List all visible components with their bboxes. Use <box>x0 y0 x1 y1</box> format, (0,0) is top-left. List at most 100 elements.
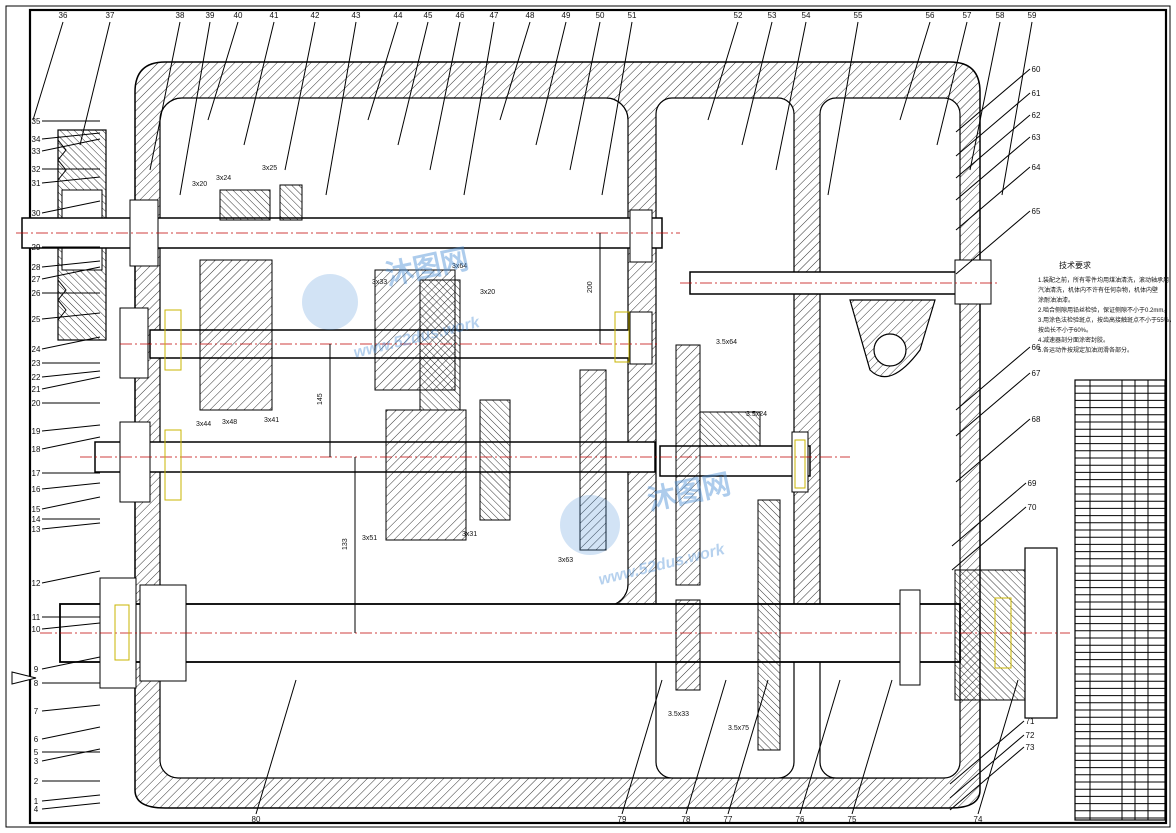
leader-line <box>955 418 1031 483</box>
part-callout-number: 68 <box>1032 415 1041 424</box>
leader-line <box>955 372 1031 437</box>
gear-label: 3x48 <box>222 419 237 426</box>
part-callout-number: 26 <box>32 289 41 298</box>
leader-line <box>569 21 601 171</box>
notes-line: 汽油清洗，机体内不许有任何杂物，机体内壁 <box>1038 286 1158 294</box>
leader-line <box>41 436 101 450</box>
leader-line <box>949 746 1025 811</box>
output-flange <box>954 547 1058 719</box>
part-callout-number: 5 <box>34 748 39 757</box>
center-lines <box>16 232 1070 634</box>
drawing-frame <box>5 5 1171 828</box>
part-callout-number: 56 <box>926 11 935 20</box>
part-callout-number: 25 <box>32 315 41 324</box>
part-callout-number: 64 <box>1032 163 1041 172</box>
part-callout-number: 9 <box>34 665 39 674</box>
part-callout-number: 23 <box>32 359 41 368</box>
gear-label: 3x31 <box>462 531 477 538</box>
part-callout-number: 34 <box>32 135 41 144</box>
part-callout-number: 45 <box>424 11 433 20</box>
part-callout-number: 72 <box>1026 731 1035 740</box>
part-callout-number: 76 <box>796 815 805 824</box>
part-callout-number: 1 <box>34 797 39 806</box>
part-callout-number: 21 <box>32 385 41 394</box>
part-callout-number: 48 <box>526 11 535 20</box>
cam <box>849 299 936 378</box>
leader-line <box>41 376 101 390</box>
leader-line <box>367 21 399 121</box>
leader-line <box>179 21 211 196</box>
gears <box>199 184 781 751</box>
technical-notes: 技术要求 1.装配之前，所有零件均用煤油清洗，滚动轴承用 汽油清洗，机体内不许有… <box>1038 260 1175 354</box>
part-callout-number: 51 <box>628 11 637 20</box>
gear-label: 3x64 <box>452 263 467 270</box>
leader-line <box>951 506 1027 571</box>
hidden-lines <box>114 309 1012 669</box>
part-callout-number: 33 <box>32 147 41 156</box>
leader-line <box>827 21 859 196</box>
leader-line <box>955 210 1031 275</box>
part-callout-number: 41 <box>270 11 279 20</box>
gearbox-housing <box>134 61 981 809</box>
notes-line: 4.减速器剖分面涂密封胶。 <box>1038 336 1109 344</box>
part-callout-number: 49 <box>562 11 571 20</box>
dimension-145: 145 <box>317 393 324 405</box>
leader-line <box>243 21 275 146</box>
leader-line <box>41 336 101 350</box>
part-callout-number: 42 <box>311 11 320 20</box>
part-callout-number: 13 <box>32 525 41 534</box>
part-callout-number: 8 <box>34 679 39 688</box>
part-callout-number: 31 <box>32 179 41 188</box>
leader-line <box>955 166 1031 231</box>
gear-label: 3x44 <box>196 421 211 428</box>
leader-line <box>463 21 495 196</box>
gear-label: 3.5x75 <box>728 725 749 732</box>
dimension-lines: 145 133 200 <box>317 233 601 633</box>
leader-line <box>621 679 663 815</box>
leader-line <box>535 21 567 146</box>
leader-line <box>41 570 101 584</box>
leader-line <box>949 734 1025 799</box>
drawing-border <box>28 8 1168 825</box>
part-callout-number: 63 <box>1032 133 1041 142</box>
leader-line <box>949 720 1025 785</box>
gear-label: 3x63 <box>558 557 573 564</box>
leader-line <box>149 21 181 171</box>
part-callout-number: 36 <box>59 11 68 20</box>
part-callout-number: 24 <box>32 345 41 354</box>
part-callout-number: 6 <box>34 735 39 744</box>
leader-line <box>429 21 461 171</box>
part-callout-number: 30 <box>32 209 41 218</box>
part-callout-number: 22 <box>32 373 41 382</box>
leader-line <box>41 794 101 802</box>
view-arrow-icon <box>11 671 37 685</box>
part-callout-number: 47 <box>490 11 499 20</box>
part-callout-number: 40 <box>234 11 243 20</box>
leader-line <box>951 482 1027 547</box>
part-callout-number: 66 <box>1032 343 1041 352</box>
part-callout-number: 16 <box>32 485 41 494</box>
part-callout-number: 67 <box>1032 369 1041 378</box>
gear-label: 3.5x24 <box>746 411 767 418</box>
leader-line <box>955 136 1031 201</box>
leader-line <box>977 679 1019 815</box>
part-callout-number: 15 <box>32 505 41 514</box>
part-callout-number: 58 <box>996 11 1005 20</box>
part-callout-number: 55 <box>854 11 863 20</box>
leader-line <box>207 21 239 121</box>
part-callout-number: 60 <box>1032 65 1041 74</box>
notes-title: 技术要求 <box>1059 260 1091 270</box>
leader-line <box>32 21 64 121</box>
part-callout-number: 71 <box>1026 717 1035 726</box>
gear-label: 3x33 <box>372 279 387 286</box>
part-callout-number: 65 <box>1032 207 1041 216</box>
leader-line <box>41 748 101 762</box>
part-callout-number: 59 <box>1028 11 1037 20</box>
leader-line <box>41 312 101 320</box>
notes-line: 涂耐油油漆。 <box>1038 296 1074 304</box>
leader-line <box>41 266 101 280</box>
leader-line <box>41 622 101 630</box>
part-callout-number: 44 <box>394 11 403 20</box>
